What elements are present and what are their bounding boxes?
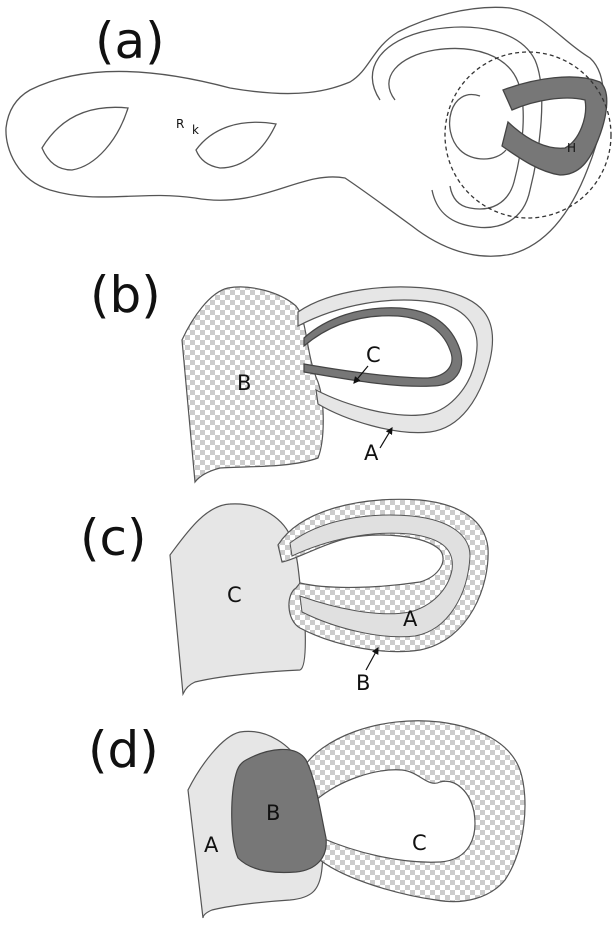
label-b-in-c: B [356, 671, 370, 695]
handle-loop-inner [388, 47, 524, 210]
panel-b: (b) B C A [90, 266, 494, 484]
region-b [231, 748, 327, 874]
panel-c-tag: (c) [80, 509, 147, 567]
panel-d: (d) A B C [88, 720, 526, 919]
arrow-a-in-b [379, 426, 393, 449]
region-b [181, 286, 324, 484]
surface-hole-left [41, 106, 129, 171]
region-c [301, 720, 526, 903]
handle-loop-outer [371, 26, 543, 229]
handle-neighborhood-circle [444, 51, 612, 219]
handle-h [501, 76, 608, 176]
region-a [297, 286, 494, 434]
region-c [303, 307, 463, 387]
label-c-in-c: C [227, 583, 242, 607]
label-c-in-b: C [366, 343, 381, 367]
handle-label-h: H [567, 141, 576, 155]
surface-label-k: k [192, 123, 199, 137]
panel-d-tag: (d) [88, 721, 159, 779]
region-a [289, 514, 471, 638]
panel-b-tag: (b) [90, 266, 161, 324]
surface-label-r: R [176, 117, 184, 131]
label-a-in-c: A [403, 607, 418, 631]
label-c-in-d: C [412, 831, 427, 855]
label-b-in-b: B [237, 371, 251, 395]
surface-outline [5, 6, 605, 257]
surface-hole-right [195, 121, 277, 169]
arrow-c-in-b [353, 365, 369, 384]
panel-c: (c) C A B [80, 498, 489, 697]
handle-inner-bar [448, 93, 507, 160]
arrow-b-in-c [365, 646, 379, 671]
panel-a-tag: (a) [95, 12, 165, 70]
label-a-in-d: A [204, 833, 219, 857]
label-b-in-d: B [266, 801, 280, 825]
label-a-in-b: A [364, 441, 379, 465]
panel-a: (a) R k H [5, 6, 612, 257]
